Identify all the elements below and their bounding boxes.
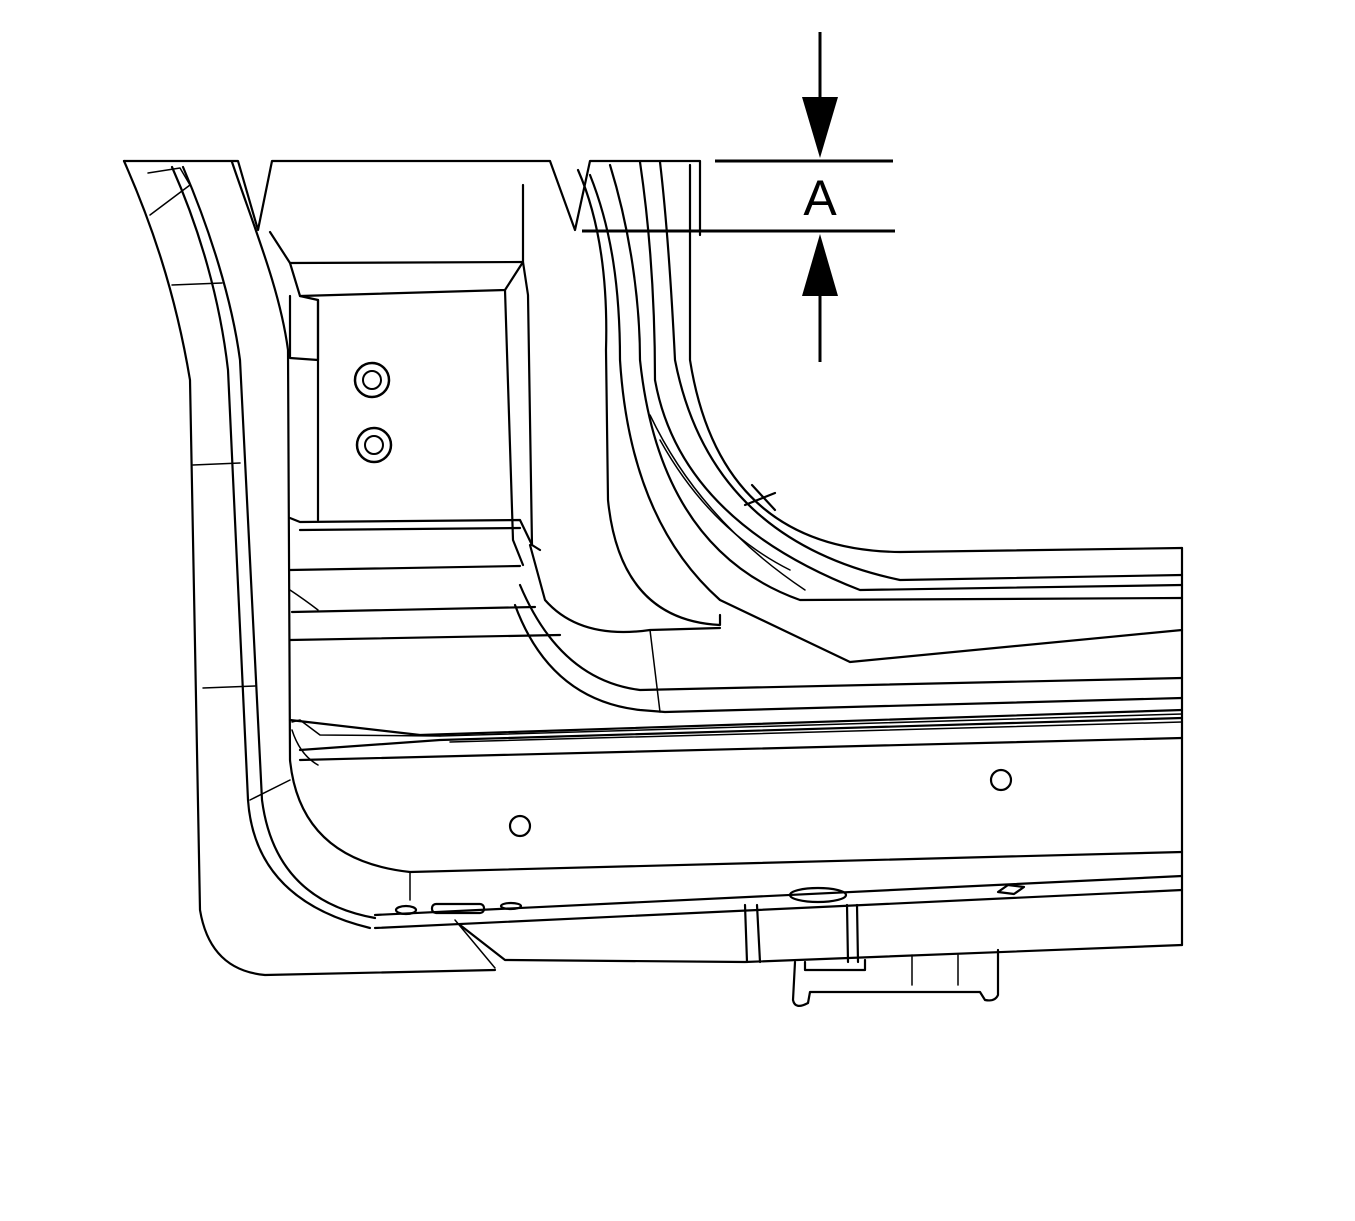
slot-3 bbox=[499, 901, 523, 911]
lower-bracket bbox=[791, 948, 1000, 1007]
bracket-right-post-2 bbox=[855, 903, 860, 964]
left-flange-lip bbox=[147, 167, 191, 216]
top-arrow-head bbox=[802, 97, 838, 158]
curve-1 bbox=[576, 168, 722, 627]
curve-2 bbox=[528, 543, 722, 634]
curve-5 bbox=[588, 173, 1184, 664]
rib-8 bbox=[298, 736, 1184, 762]
lower-sill-flange bbox=[373, 871, 1184, 1007]
left-flange-detail bbox=[171, 282, 223, 286]
inner-left-contour-2 bbox=[181, 165, 377, 920]
panel-outline bbox=[122, 159, 1184, 977]
curve-11 bbox=[659, 439, 791, 571]
curve-3 bbox=[518, 583, 1184, 692]
curve-6 bbox=[608, 163, 1184, 602]
sill-hole-right bbox=[989, 768, 1013, 792]
left-flange-seam-1 bbox=[192, 462, 241, 466]
door-opening-curves bbox=[513, 160, 1184, 714]
curve-8 bbox=[658, 160, 1184, 582]
lower-bracket-tabs bbox=[911, 954, 959, 986]
inner-left-contour-3 bbox=[230, 160, 1184, 874]
recess-bottom-edge-2 bbox=[298, 526, 522, 532]
curve-10 bbox=[649, 414, 806, 591]
sill-diag bbox=[454, 919, 496, 969]
rib-7 bbox=[449, 721, 1183, 743]
slot-2 bbox=[430, 902, 486, 915]
curve-4 bbox=[513, 603, 1184, 714]
slot-1 bbox=[394, 904, 418, 916]
top-edge-with-notches bbox=[122, 159, 702, 237]
rib-6 bbox=[439, 713, 1183, 737]
bracket-left-post bbox=[743, 903, 749, 964]
curve-9 bbox=[688, 163, 1184, 554]
curve-7 bbox=[638, 160, 1184, 592]
curve-12 bbox=[649, 629, 661, 713]
rib-left-fold bbox=[291, 729, 319, 766]
diamond-mark bbox=[996, 883, 1026, 896]
sill-bottom-line-3 bbox=[458, 923, 1184, 964]
recess-right-wall bbox=[521, 183, 534, 547]
recess-bottom-edge bbox=[288, 516, 542, 552]
recess-top-edge bbox=[288, 260, 525, 298]
rib-1 bbox=[288, 564, 522, 572]
recess-inner-right-wall bbox=[503, 288, 525, 567]
bracket-right-post bbox=[845, 903, 850, 964]
outer-left-contour bbox=[122, 159, 497, 977]
sill-bottom-line-2 bbox=[373, 888, 1184, 930]
inner-left-contour-1 bbox=[170, 165, 372, 930]
rib-4 bbox=[288, 708, 1184, 737]
rib-2 bbox=[290, 605, 537, 614]
rib-5 bbox=[298, 716, 1184, 752]
rib-3 bbox=[288, 633, 562, 642]
inner-recess bbox=[268, 183, 542, 567]
sill-hole-left bbox=[508, 814, 532, 838]
bottom-arrow-head bbox=[802, 234, 838, 296]
weld-nut-lower bbox=[355, 426, 393, 464]
step-ribs bbox=[288, 564, 1184, 766]
left-flange-seam-3 bbox=[249, 779, 291, 801]
dimension-a-callout: A bbox=[582, 32, 895, 362]
bracket-left-post-2 bbox=[755, 903, 762, 964]
dimension-label-a: A bbox=[803, 170, 837, 226]
alignment-cross-mark bbox=[743, 483, 777, 512]
rib-curve-1 bbox=[289, 589, 319, 611]
oval-opening bbox=[788, 886, 848, 904]
weld-nut-upper bbox=[353, 361, 391, 399]
left-flange-seam-2 bbox=[202, 685, 256, 689]
